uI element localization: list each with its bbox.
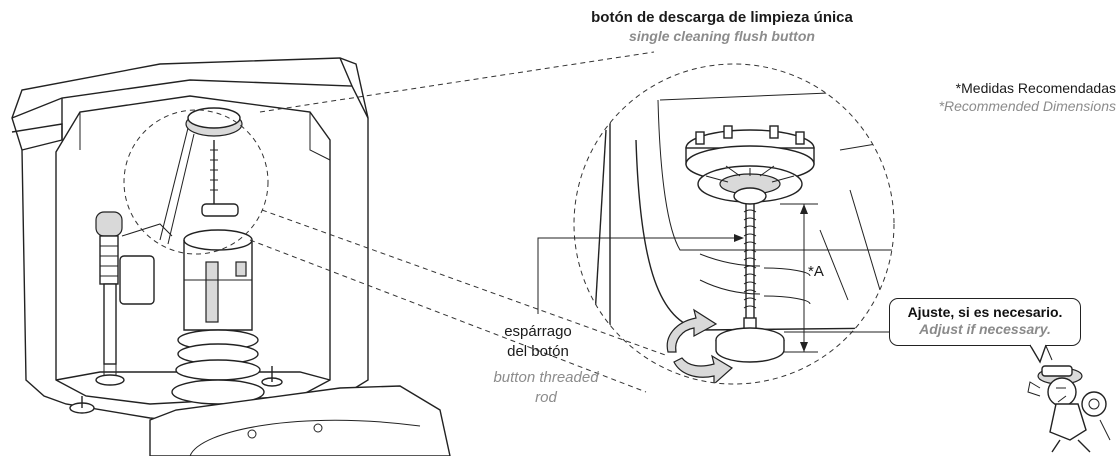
- dimension-a-label: *A: [808, 263, 824, 280]
- detail-source-circle: [123, 109, 269, 255]
- rod-label-en-1: button threaded: [493, 369, 599, 386]
- callout-en: Adjust if necessary.: [919, 321, 1051, 337]
- callout-es: Ajuste, si es necesario.: [907, 304, 1063, 320]
- adjust-callout: Ajuste, si es necesario. Adjust if neces…: [889, 298, 1081, 346]
- detail-zoom-circle: [573, 63, 895, 385]
- toilet-tank-illustration: [11, 57, 451, 456]
- rod-label-es-1: espárrago: [504, 323, 572, 340]
- rod-leader-line: [537, 234, 744, 314]
- detail-zoom-view: [573, 63, 895, 385]
- zoom-line-upper: [259, 51, 655, 113]
- rod-label-es-2: del botón: [507, 343, 569, 360]
- note-en: *Recommended Dimensions: [939, 98, 1116, 114]
- plumber-mascot-illustration: [1027, 345, 1111, 453]
- dimension-a: [780, 203, 900, 353]
- title-en: single cleaning flush button: [629, 28, 815, 44]
- title-es: botón de descarga de limpieza única: [591, 9, 853, 26]
- note-es: *Medidas Recomendadas: [956, 80, 1116, 96]
- rod-label-en-2: rod: [535, 389, 557, 406]
